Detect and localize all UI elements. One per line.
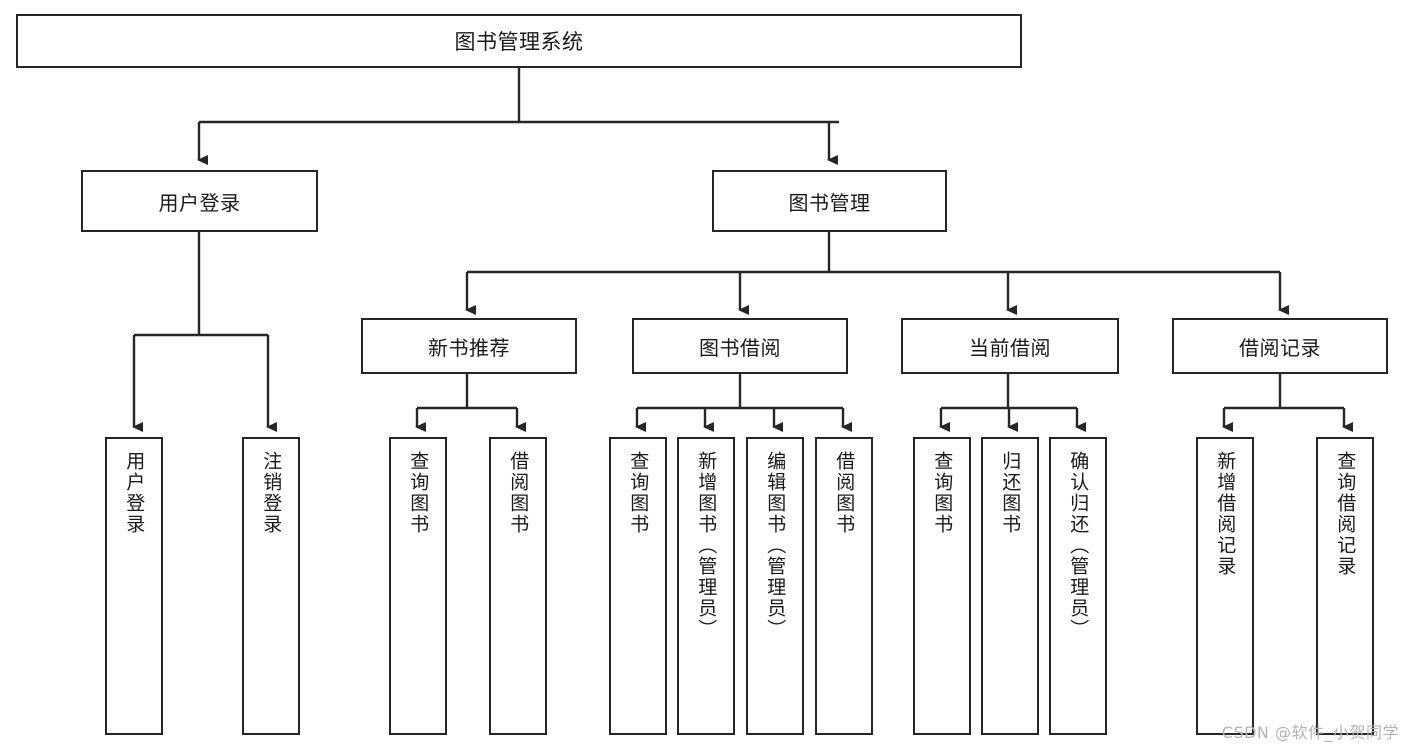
leaf-bookborrow-query-book[interactable]: 查询图书 — [609, 437, 667, 735]
node-label: 确认归还（管理员） — [1067, 451, 1090, 640]
node-label: 当前借阅 — [969, 335, 1051, 360]
node-label: 查询图书 — [407, 451, 430, 535]
leaf-newbook-query-book[interactable]: 查询图书 — [389, 437, 447, 735]
node-label: 查询图书 — [627, 451, 650, 535]
node-label: 借阅记录 — [1239, 335, 1321, 360]
leaf-user-login-login[interactable]: 用户登录 — [105, 437, 163, 735]
node-label: 借阅图书 — [507, 451, 530, 535]
node-new-book-recommend[interactable]: 新书推荐 — [361, 318, 577, 374]
leaf-currentborrow-query-book[interactable]: 查询图书 — [913, 437, 971, 735]
leaf-bookborrow-borrow-book[interactable]: 借阅图书 — [815, 437, 873, 735]
node-book-borrow[interactable]: 图书借阅 — [632, 318, 848, 374]
node-label: 图书借阅 — [699, 335, 781, 360]
node-label: 新增图书（管理员） — [695, 451, 718, 640]
node-label: 归还图书 — [999, 451, 1022, 535]
node-borrow-record[interactable]: 借阅记录 — [1172, 318, 1388, 374]
leaf-newbook-borrow-book[interactable]: 借阅图书 — [489, 437, 547, 735]
node-label: 新书推荐 — [428, 335, 510, 360]
leaf-bookborrow-add-book[interactable]: 新增图书（管理员） — [677, 437, 735, 735]
node-root-system[interactable]: 图书管理系统 — [16, 14, 1022, 68]
node-book-management[interactable]: 图书管理 — [712, 170, 947, 232]
node-current-borrow[interactable]: 当前借阅 — [901, 318, 1119, 374]
leaf-user-login-logout[interactable]: 注销登录 — [242, 437, 300, 735]
node-label: 借阅图书 — [833, 451, 856, 535]
node-label: 图书管理 — [788, 190, 871, 215]
node-user-login[interactable]: 用户登录 — [81, 170, 318, 232]
leaf-bookborrow-edit-book[interactable]: 编辑图书（管理员） — [746, 437, 804, 735]
node-label: 新增借阅记录 — [1214, 451, 1237, 577]
leaf-borrowrecord-add-record[interactable]: 新增借阅记录 — [1196, 437, 1254, 735]
leaf-currentborrow-return-book[interactable]: 归还图书 — [981, 437, 1039, 735]
node-label: 图书管理系统 — [454, 30, 584, 54]
node-label: 注销登录 — [260, 451, 283, 535]
node-label: 查询借阅记录 — [1334, 451, 1357, 577]
node-label: 用户登录 — [123, 451, 146, 535]
leaf-borrowrecord-query-record[interactable]: 查询借阅记录 — [1316, 437, 1374, 735]
watermark: CSDN @软件_小贺同学 — [1221, 723, 1399, 742]
node-label: 用户登录 — [158, 190, 241, 215]
node-label: 查询图书 — [931, 451, 954, 535]
node-label: 编辑图书（管理员） — [764, 451, 787, 640]
leaf-currentborrow-confirm-return[interactable]: 确认归还（管理员） — [1049, 437, 1107, 735]
